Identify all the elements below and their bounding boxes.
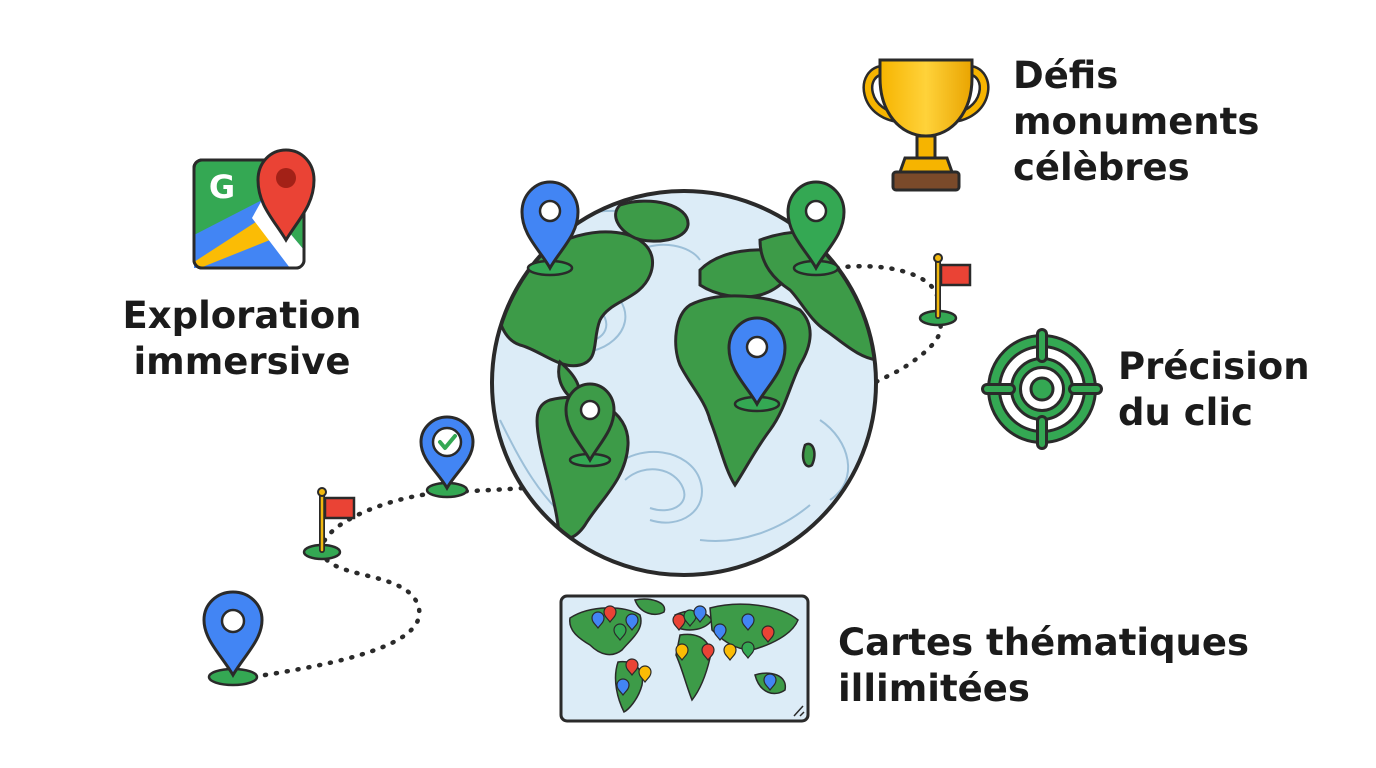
feature-defis-line1: Défis	[1013, 54, 1119, 97]
world-map-icon	[559, 594, 810, 723]
feature-precision-line1: Précision	[1118, 345, 1310, 388]
map-pin-icon	[564, 382, 616, 468]
feature-precision-line2: du clic	[1118, 391, 1253, 434]
flag-icon	[302, 487, 356, 561]
map-pin-icon	[727, 316, 787, 413]
feature-defis-line2: monuments	[1013, 100, 1260, 143]
feature-exploration-label: Exploration immersive	[104, 293, 380, 385]
map-pin-icon	[786, 180, 846, 277]
feature-defis-line3: célèbres	[1013, 146, 1190, 189]
checkmark-pin-icon	[419, 415, 475, 499]
feature-cartes-line2: illimitées	[838, 667, 1030, 710]
flag-icon	[918, 253, 972, 327]
feature-cartes-line1: Cartes thématiques	[838, 621, 1250, 664]
map-pin-icon	[520, 180, 580, 277]
globe-icon	[490, 189, 878, 577]
feature-defis-label: Défis monuments célèbres	[1013, 53, 1259, 191]
logo-letter: G	[209, 168, 235, 206]
feature-cartes-label: Cartes thématiques illimitées	[838, 620, 1249, 712]
target-crosshair-icon	[981, 328, 1103, 450]
feature-exploration-line1: Exploration	[122, 294, 362, 337]
map-pin-icon	[202, 590, 264, 687]
feature-exploration-line2: immersive	[133, 340, 351, 383]
feature-precision-label: Précision du clic	[1118, 344, 1310, 436]
google-maps-logo-icon: G	[192, 148, 316, 270]
trophy-icon	[862, 58, 990, 192]
